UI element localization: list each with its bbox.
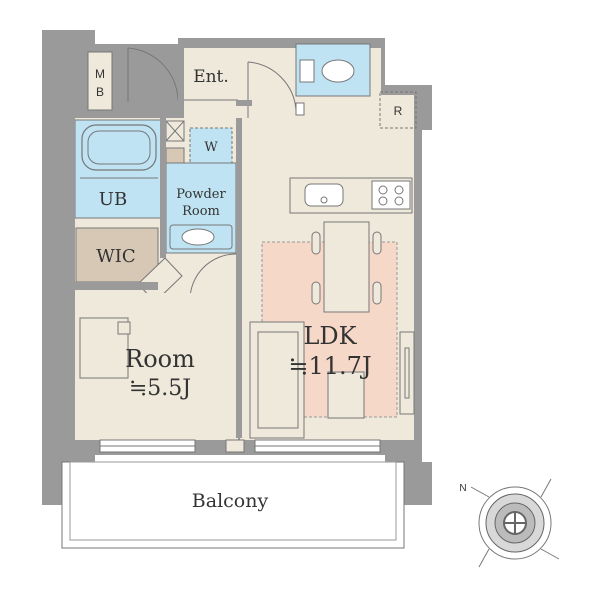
unit-bath: UB [74, 119, 164, 219]
room-door [189, 253, 237, 301]
bedroom-size: ≒5.5J [129, 376, 191, 401]
ldk-label: LDK ≒11.7J [288, 322, 371, 380]
mb-label-2: B [96, 85, 104, 99]
ldk-name: LDK [303, 322, 357, 350]
refrigerator-space: R [379, 91, 417, 129]
balcony-label: Balcony [192, 490, 269, 512]
entrance: Ent. [183, 48, 238, 101]
powder-room-label-1: Powder [176, 187, 226, 202]
bedroom-name: Room [125, 345, 195, 373]
washer-label: W [204, 140, 218, 155]
tv-board [399, 331, 415, 415]
interior-door-1 [247, 61, 297, 118]
interior-walls [42, 38, 252, 458]
mb-label-1: M [95, 67, 105, 81]
powder-room: Powder Room [165, 162, 237, 254]
walk-in-closet: WIC [75, 227, 159, 283]
unit-bath-label: UB [99, 189, 127, 210]
toilet-room [295, 43, 371, 116]
washer-space: W [189, 127, 233, 164]
sofa [249, 321, 365, 439]
ldk-size: ≒11.7J [288, 352, 371, 380]
compass: N [459, 478, 560, 568]
mb-cabinet: M B [87, 51, 113, 111]
bedroom: Room ≒5.5J [75, 293, 225, 437]
entrance-label: Ent. [193, 67, 229, 87]
balcony: Balcony [61, 461, 405, 549]
dining-set [311, 221, 382, 313]
wic-label: WIC [96, 246, 135, 267]
windows [99, 439, 381, 453]
compass-north-label: N [459, 483, 466, 494]
entrance-door [127, 47, 179, 102]
kitchen-counter [289, 177, 413, 214]
refrigerator-label: R [394, 104, 403, 118]
powder-room-label-2: Room [182, 204, 220, 219]
